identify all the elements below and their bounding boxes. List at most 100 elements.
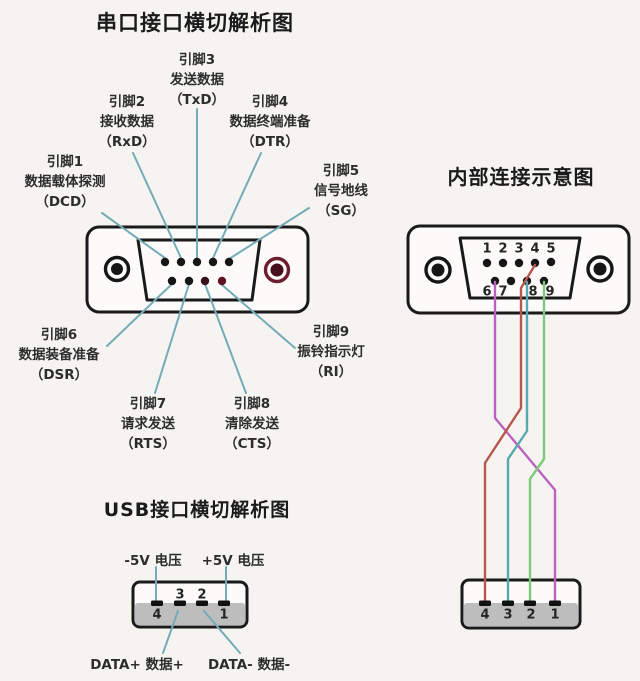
pin7-function: 请求发送 bbox=[120, 416, 175, 432]
internal-db9-connector bbox=[406, 224, 631, 315]
leader-line-pin5 bbox=[228, 207, 310, 260]
internal-section-title: 内部连接示意图 bbox=[447, 165, 595, 189]
pin3-signal: （TxD） bbox=[168, 92, 226, 108]
pin-dot-3 bbox=[514, 258, 524, 268]
usb-num-4: 4 bbox=[152, 607, 162, 623]
pin9-function: 振铃指示灯 bbox=[297, 344, 365, 360]
pin-dot-1 bbox=[482, 258, 492, 268]
pin-dot-2 bbox=[498, 258, 508, 268]
usb-num-2: 2 bbox=[197, 587, 207, 603]
pin-dot-3 bbox=[192, 257, 202, 267]
pin9-signal: （RI） bbox=[309, 364, 353, 380]
usb-num-1: 1 bbox=[219, 607, 229, 623]
db9-num-3: 3 bbox=[514, 241, 524, 257]
internal-usb-num-1: 1 bbox=[550, 607, 560, 623]
pin-dot-2 bbox=[176, 257, 186, 267]
usb-tick-3 bbox=[174, 600, 186, 606]
pin5-name: 引脚5 bbox=[322, 163, 360, 179]
pin8-name: 引脚8 bbox=[233, 396, 271, 412]
pin4-function: 数据终端准备 bbox=[229, 114, 311, 130]
internal-usb-num-3: 3 bbox=[503, 607, 513, 623]
pin1-signal: （DCD） bbox=[35, 194, 95, 210]
serial-section-title: 串口接口横切解析图 bbox=[96, 11, 294, 35]
pin7-signal: （RTS） bbox=[120, 436, 176, 452]
connection-wires bbox=[483, 263, 557, 603]
data-minus-label: DATA- 数据- bbox=[207, 657, 291, 673]
pin3-label: 引脚3 发送数据 （TxD） bbox=[169, 50, 225, 110]
internal-dsub-trapezoid bbox=[458, 236, 582, 300]
pin3-function: 发送数据 bbox=[170, 72, 224, 88]
internal-screw-left-ring-icon bbox=[424, 256, 452, 284]
db9-num-5: 5 bbox=[546, 241, 556, 257]
leader-line-pin7 bbox=[154, 283, 190, 394]
wire-green-pin9-usb2 bbox=[528, 280, 546, 603]
pin-dot-4 bbox=[208, 257, 218, 267]
data-plus-label: DATA+ 数据+ bbox=[90, 657, 184, 673]
usb-num-3: 3 bbox=[175, 587, 185, 603]
usb-section-title: USB接口横切解析图 bbox=[103, 499, 291, 521]
pin-dot-7 bbox=[184, 276, 194, 286]
wire-red-pin4-usb4 bbox=[483, 263, 537, 603]
pin8-signal: （CTS） bbox=[224, 436, 280, 452]
pin2-function: 接收数据 bbox=[100, 114, 154, 130]
pin-dot-8 bbox=[200, 276, 210, 286]
pin6-function: 数据装备准备 bbox=[18, 347, 100, 363]
serial-screw-left-ring-icon bbox=[103, 255, 131, 283]
leader-line-pin4 bbox=[212, 152, 262, 259]
serial-pins bbox=[160, 257, 234, 286]
internal-usb-num-2: 2 bbox=[526, 607, 536, 623]
pin7-label: 引脚7 请求发送 （RTS） bbox=[120, 394, 176, 454]
serial-db9-connector bbox=[85, 225, 310, 314]
pin-dot-4 bbox=[530, 258, 540, 268]
serial-screw-left-core-icon bbox=[111, 263, 123, 275]
pin-dot-5 bbox=[224, 257, 234, 267]
usb-gray-area bbox=[135, 603, 245, 625]
usb-leader-lines bbox=[155, 566, 241, 654]
pin4-name: 引脚4 bbox=[251, 94, 289, 110]
pin9-label: 引脚9 振铃指示灯 （RI） bbox=[297, 322, 365, 382]
leader-line-pin9 bbox=[220, 283, 296, 349]
neg5v-label: -5V 电压 bbox=[124, 553, 182, 569]
pin-dot-5 bbox=[546, 257, 556, 267]
pin6-name: 引脚6 bbox=[40, 327, 78, 343]
pin5-function: 信号地线 bbox=[314, 183, 368, 199]
pin7-name: 引脚7 bbox=[129, 396, 167, 412]
db9-num-2: 2 bbox=[498, 241, 508, 257]
pin5-signal: （SG） bbox=[317, 203, 365, 219]
usb-tick-1 bbox=[549, 600, 561, 606]
usb-ticks bbox=[151, 600, 230, 606]
pin1-label: 引脚1 数据载体探测 （DCD） bbox=[25, 152, 106, 212]
internal-usb-connector bbox=[460, 578, 582, 630]
pin1-function: 数据载体探测 bbox=[24, 174, 106, 190]
db9-num-4: 4 bbox=[530, 241, 540, 257]
pin2-signal: （RxD） bbox=[98, 134, 156, 150]
pin8-function: 清除发送 bbox=[225, 416, 279, 432]
db9-num-7: 7 bbox=[498, 284, 508, 300]
pin-dot-1 bbox=[160, 257, 170, 267]
serial-screw-right-ring-icon bbox=[263, 256, 291, 284]
internal-screw-left-core-icon bbox=[431, 263, 445, 277]
pin2-name: 引脚2 bbox=[108, 94, 146, 110]
leader-line-data-minus bbox=[203, 610, 241, 654]
internal-usb-gray-area bbox=[464, 603, 578, 626]
internal-usb-ticks bbox=[479, 600, 561, 606]
pos5v-label: +5V 电压 bbox=[201, 553, 265, 569]
leader-line-pin6 bbox=[106, 283, 173, 347]
db9-num-1: 1 bbox=[482, 241, 492, 257]
pin3-name: 引脚3 bbox=[178, 52, 216, 68]
pin-dot-7 bbox=[506, 276, 516, 286]
leader-line-data-plus bbox=[162, 610, 179, 654]
usb-tick-2 bbox=[196, 600, 208, 606]
usb-tick-3 bbox=[502, 600, 514, 606]
usb-tick-4 bbox=[151, 600, 163, 606]
pin-dot-9 bbox=[217, 276, 227, 286]
internal-screw-right-ring-icon bbox=[586, 255, 614, 283]
pin1-name: 引脚1 bbox=[46, 154, 84, 170]
leader-line-pin8 bbox=[204, 283, 247, 394]
pin4-label: 引脚4 数据终端准备 （DTR） bbox=[230, 92, 311, 152]
db9-num-8: 8 bbox=[528, 284, 538, 300]
serial-screw-right-core-icon bbox=[270, 263, 284, 277]
pin5-label: 引脚5 信号地线 （SG） bbox=[314, 161, 368, 221]
usb-tick-4 bbox=[479, 600, 491, 606]
